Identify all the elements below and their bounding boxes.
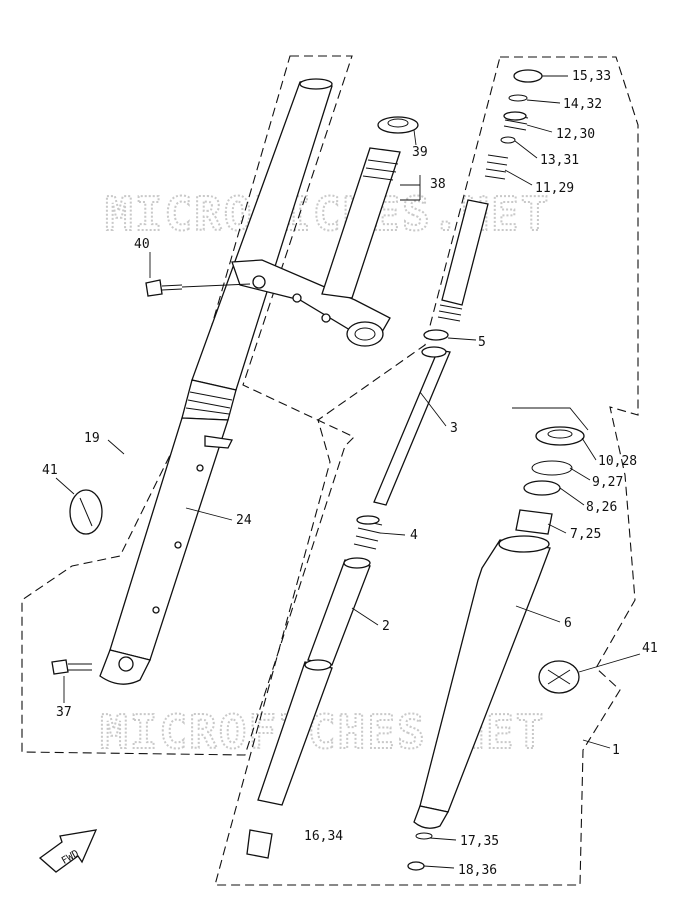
part-40-bolt: [145, 279, 251, 297]
callout-6: 6: [564, 616, 572, 631]
callout-2: 2: [382, 619, 390, 634]
leader-lines: [55, 75, 641, 869]
inner-tube-assembly: [246, 199, 489, 859]
part-41-cap-left: [69, 489, 103, 535]
callout-24: 24: [236, 513, 252, 528]
callout-17-35: 17,35: [460, 834, 499, 849]
callout-1: 1: [612, 743, 620, 758]
callout-18-36: 18,36: [458, 863, 497, 878]
callout-38: 38: [430, 177, 446, 192]
callout-15-33: 15,33: [572, 69, 611, 84]
group-outline-left: [21, 55, 355, 756]
callout-5: 5: [478, 335, 486, 350]
part-39-ring: [377, 116, 419, 134]
callout-13-31: 13,31: [540, 153, 579, 168]
callout-3: 3: [450, 421, 458, 436]
callout-41-left: 41: [42, 463, 58, 478]
callout-11-29: 11,29: [535, 181, 574, 196]
callout-12-30: 12,30: [556, 127, 595, 142]
callout-labels: 15,33 14,32 12,30 13,31 11,29 39 38 40 5…: [42, 69, 658, 878]
callout-39: 39: [412, 145, 428, 160]
lower-bracket: [231, 147, 401, 347]
callout-8-26: 8,26: [586, 500, 617, 515]
part-37-bolt: [51, 659, 92, 675]
outer-tube-assembly: [407, 426, 585, 871]
callout-4: 4: [410, 528, 418, 543]
callout-9-27: 9,27: [592, 475, 623, 490]
callout-16-34: 16,34: [304, 829, 343, 844]
callout-14-32: 14,32: [563, 97, 602, 112]
callout-40: 40: [134, 237, 150, 252]
top-cap-parts: [484, 69, 543, 180]
callout-7-25: 7,25: [570, 527, 601, 542]
callout-10-28: 10,28: [598, 454, 637, 469]
callout-19: 19: [84, 431, 100, 446]
left-fork-assembly: [99, 78, 333, 685]
callout-37: 37: [56, 705, 72, 720]
callout-41-right: 41: [642, 641, 658, 656]
part-41-cap-right: [538, 660, 580, 694]
forward-direction-arrow: FWD: [38, 829, 98, 873]
